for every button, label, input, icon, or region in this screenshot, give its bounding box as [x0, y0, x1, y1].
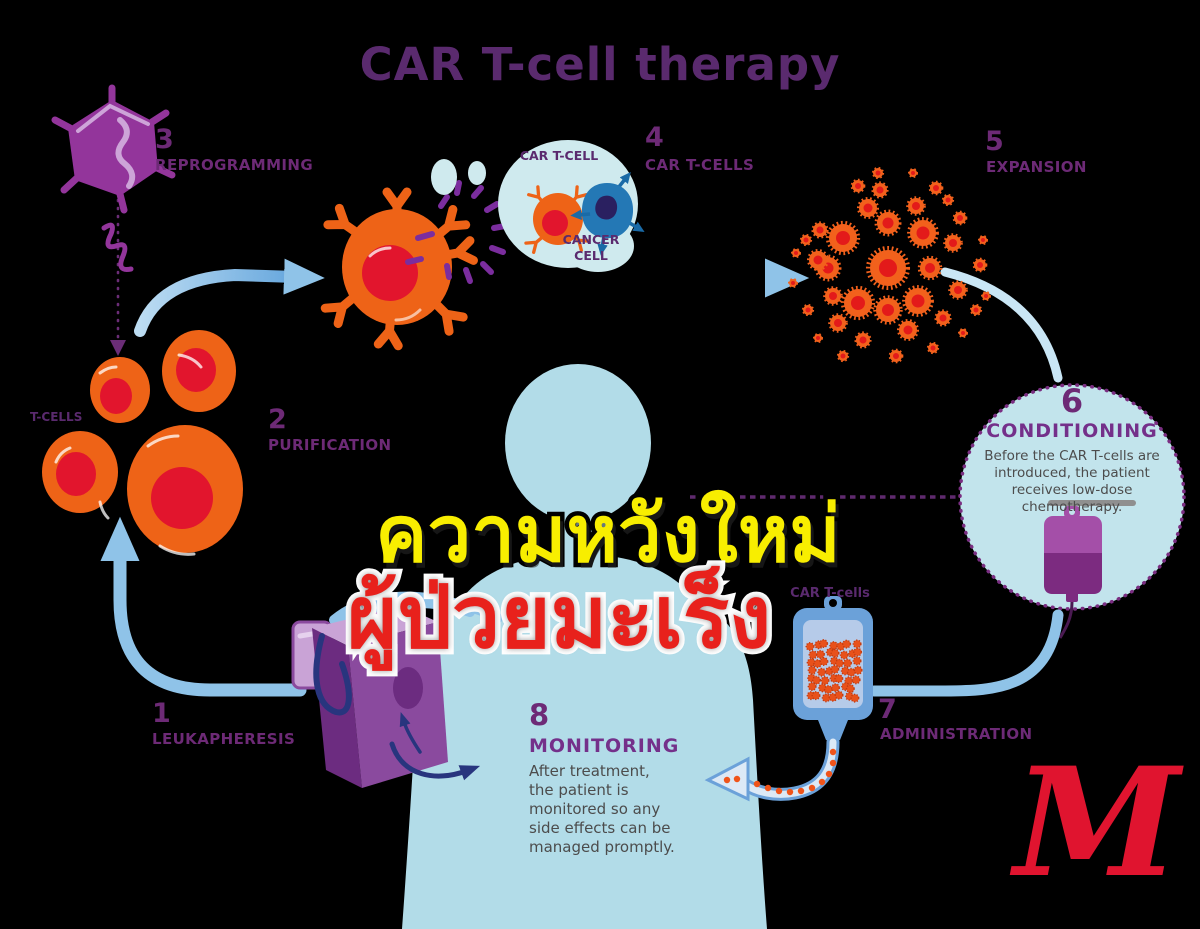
step6-label: CONDITIONING [986, 420, 1158, 442]
step2-number: 2 [268, 404, 287, 435]
step7-label: ADMINISTRATION [880, 725, 1033, 743]
arrow-tcells-to-reprogrammed [134, 258, 325, 337]
step8-number: 8 [529, 698, 550, 732]
bubble-cancer-cell [570, 171, 645, 256]
step2-label: PURIFICATION [268, 436, 392, 454]
conditioning-circle [958, 383, 1186, 639]
step8-label: MONITORING [529, 735, 680, 757]
rna-squiggle [101, 222, 134, 272]
car-t-cell-label: CAR T-CELL [519, 148, 599, 163]
iv-bag-label: CAR T-cells [790, 586, 870, 601]
step8-description: After treatment, the patient is monitore… [529, 762, 675, 857]
t-cells-label: T-CELLS [30, 410, 83, 424]
step6-number: 6 [1060, 382, 1084, 420]
step4-number: 4 [645, 122, 664, 153]
dashed-connectors [101, 198, 956, 499]
tube-conditioning-to-bag [868, 609, 1064, 697]
thai-headline-line2: ผู้ป่วยมะเร็ง [341, 563, 776, 674]
curve-expansion-to-conditioning [940, 267, 1063, 383]
thai-headline-line1: ความหวังใหม่ [371, 486, 845, 585]
step5-label: EXPANSION [986, 158, 1087, 176]
car-t-cell-activated [320, 180, 508, 351]
step6-description: Before the CAR T-cells are introduced, t… [984, 448, 1160, 516]
t-cells-group [42, 330, 243, 556]
step3-number: 3 [155, 124, 174, 155]
step5-number: 5 [985, 126, 1004, 157]
arrow-machine-to-tcells [100, 516, 307, 697]
step4-label: CAR T-CELLS [645, 156, 755, 174]
step3-label: REPROGRAMMING [155, 156, 314, 174]
arrow-machine-return [389, 741, 481, 781]
process-arrows [100, 258, 1063, 697]
step1-label: LEUKAPHERESIS [152, 730, 296, 748]
step1-number: 1 [152, 698, 171, 729]
infusion-bag [704, 596, 873, 802]
activation-sparks [405, 180, 508, 284]
publisher-logo: M [1014, 735, 1181, 911]
page-title: CAR T-cell therapy [359, 38, 841, 91]
thought-bubble [431, 140, 645, 272]
apheresis-machine [291, 591, 503, 788]
expansion-cell-cluster [788, 166, 991, 364]
step7-number: 7 [878, 694, 897, 725]
bubble-car-t-cell [524, 185, 591, 254]
virus-icon [51, 84, 176, 214]
cancer-cell-label: CANCER CELL [562, 232, 620, 263]
chemo-iv-bag [1044, 500, 1136, 639]
